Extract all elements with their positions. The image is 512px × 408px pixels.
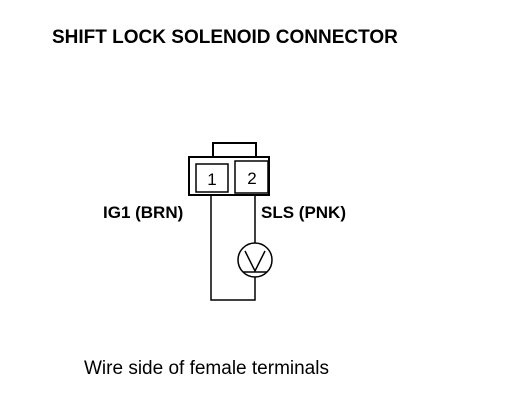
- terminal-1: [195, 163, 229, 193]
- wire-label-sls: SLS (PNK): [261, 203, 346, 222]
- diagram-title: SHIFT LOCK SOLENOID CONNECTOR: [52, 27, 398, 48]
- diagram-caption: Wire side of female terminals: [84, 358, 329, 379]
- connector-lock-tab: [212, 142, 257, 157]
- pin-number-1: 1: [207, 170, 216, 189]
- pin-number-2: 2: [247, 169, 256, 188]
- test-light-icon: [237, 242, 273, 278]
- terminal-2: [234, 160, 269, 194]
- wire-ig1: [210, 195, 256, 301]
- wire-label-ig1: IG1 (BRN): [103, 203, 184, 222]
